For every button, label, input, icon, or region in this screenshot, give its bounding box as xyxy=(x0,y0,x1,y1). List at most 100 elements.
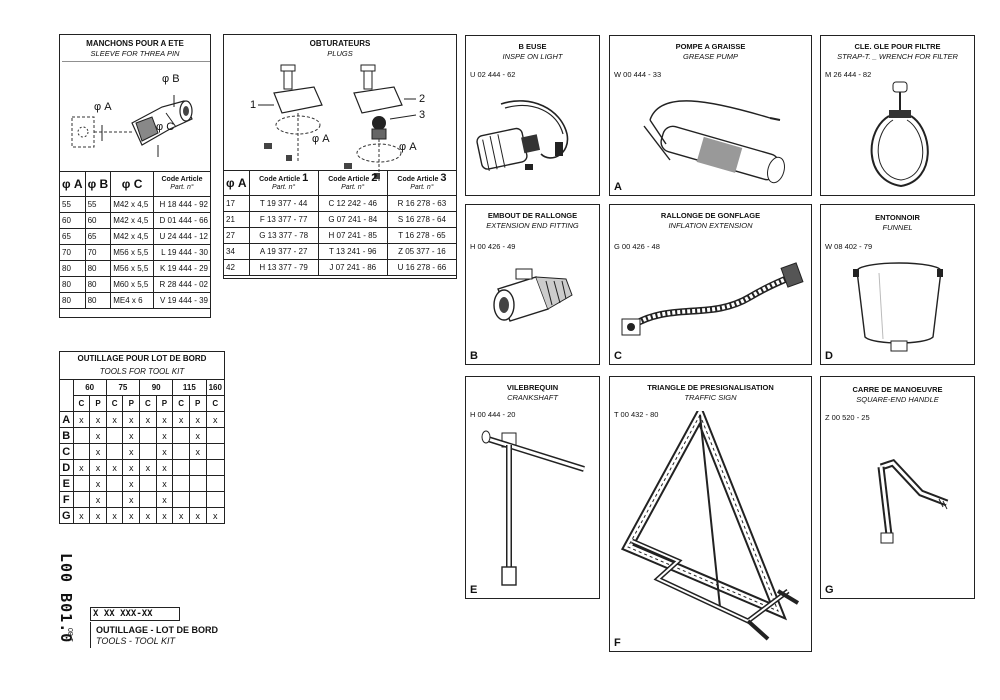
panel-entonnoir: ENTONNOIR FUNNEL W 08 402 - 79 D xyxy=(820,204,975,365)
grease-pump-icon xyxy=(643,100,785,184)
subcol-header: C xyxy=(205,395,225,412)
table-cell: x xyxy=(105,411,124,428)
embout-subtitle: EXTENSION END FITTING xyxy=(486,221,579,230)
pompe-title: POMPE A GRAISSE xyxy=(675,42,746,51)
table-cell: M42 x 4,5 xyxy=(110,212,154,229)
obturateurs-title: OBTURATEURS xyxy=(309,39,371,48)
table-cell xyxy=(172,491,190,508)
dim-label-b: φ B xyxy=(162,73,180,85)
table-cell xyxy=(139,491,157,508)
table-cell: x xyxy=(89,475,107,492)
table-cell: x xyxy=(155,475,174,492)
inflation-extension-icon xyxy=(621,262,804,336)
table-cell xyxy=(105,475,124,492)
table-cell: x xyxy=(205,507,225,524)
panel-cle: CLE. GLE POUR FILTRE STRAP-T. _ WRENCH F… xyxy=(820,35,975,196)
table-cell xyxy=(188,459,207,476)
sleeve-drawing xyxy=(62,61,210,157)
traffic-sign-icon xyxy=(620,411,800,641)
table-cell: x xyxy=(188,427,207,444)
manchons-panel: MANCHONS POUR A ETE SLEEVE FOR THREA PIN… xyxy=(59,34,212,318)
table-cell xyxy=(205,491,225,508)
rallonge-subtitle: INFLATION EXTENSION xyxy=(668,221,753,230)
table-cell: x xyxy=(105,507,124,524)
footer-rule xyxy=(90,622,91,648)
table-cell xyxy=(172,427,190,444)
pompe-code: W 00 444 - 33 xyxy=(614,70,662,79)
table-cell: 55 xyxy=(84,196,112,213)
triangle-letter: F xyxy=(614,637,621,649)
table-cell: R 28 444 - 02 xyxy=(152,276,212,293)
table-cell: x xyxy=(72,459,91,476)
table-cell: x xyxy=(89,459,107,476)
carre-title: CARRE DE MANOEUVRE xyxy=(852,385,943,394)
table-cell xyxy=(188,475,207,492)
table-cell: 55 xyxy=(59,196,86,213)
table-cell: U 16 278 - 66 xyxy=(386,259,458,276)
table-cell: x xyxy=(139,411,157,428)
table-cell: 27 xyxy=(223,227,250,244)
table-cell: x xyxy=(122,507,141,524)
outillage-panel: OUTILLAGE POUR LOT DE BORD TOOLS FOR TOO… xyxy=(59,351,225,528)
pompe-subtitle: GREASE PUMP xyxy=(682,52,738,61)
table-cell: 34 xyxy=(223,243,250,260)
vilebrequin-letter: E xyxy=(470,584,478,596)
table-cell: V 19 444 - 39 xyxy=(152,292,212,309)
baladeuse-code: U 02 444 - 62 xyxy=(470,70,516,79)
panel-embout: EMBOUT DE RALLONGE EXTENSION END FITTING… xyxy=(465,204,600,365)
outillage-title: OUTILLAGE POUR LOT DE BORD xyxy=(59,351,225,364)
table-cell: x xyxy=(188,443,207,460)
panel-vilebrequin: VILEBREQUIN CRANKSHAFT H 00 444 - 20 E xyxy=(465,376,600,599)
table-cell: x xyxy=(89,427,107,444)
table-cell: H 13 377 - 79 xyxy=(248,259,319,276)
entonnoir-title: ENTONNOIR xyxy=(875,213,920,222)
rallonge-title: RALLONGE DE GONFLAGE xyxy=(660,211,761,220)
callout-phi-a-1: φ A xyxy=(312,133,330,145)
table-cell: ME4 x 6 xyxy=(110,292,154,309)
table-cell: x xyxy=(122,475,141,492)
manchons-subtitle: SLEEVE FOR THREA PIN xyxy=(90,49,180,58)
table-cell: x xyxy=(122,411,141,428)
table-cell: C 12 242 - 46 xyxy=(317,195,388,212)
table-cell: M56 x 5,5 xyxy=(110,244,154,261)
table-cell: x xyxy=(122,459,141,476)
row-label: E xyxy=(59,475,74,492)
table-cell xyxy=(172,443,190,460)
manchons-title: MANCHONS POUR A ETE xyxy=(86,39,184,48)
table-cell xyxy=(205,427,225,444)
table-cell: T 13 241 - 96 xyxy=(317,243,388,260)
table-cell: 65 xyxy=(84,228,112,245)
cle-subtitle: STRAP-T. _ WRENCH FOR FILTER xyxy=(837,52,958,61)
corner-cell xyxy=(59,379,74,396)
inspection-light-icon xyxy=(476,100,569,172)
table-cell: x xyxy=(155,443,174,460)
table-cell xyxy=(205,475,225,492)
vilebrequin-subtitle: CRANKSHAFT xyxy=(507,393,558,402)
size-group-header: 75 xyxy=(105,379,141,396)
subcol-header: P xyxy=(155,395,174,412)
panel-baladeuse: B EUSE INSPE ON LIGHT U 02 444 - 62 xyxy=(465,35,600,196)
size-group-header: 60 xyxy=(72,379,107,396)
table-cell: U 24 444 - 12 xyxy=(152,228,212,245)
carre-subtitle: SQUARE-END HANDLE xyxy=(856,395,939,404)
table-cell xyxy=(105,491,124,508)
obturateurs-subtitle: PLUGS xyxy=(327,49,353,58)
table-cell: x xyxy=(89,411,107,428)
triangle-title: TRIANGLE DE PRESIGNALISATION xyxy=(647,383,774,392)
subcol-header: C xyxy=(72,395,91,412)
cle-title: CLE. GLE POUR FILTRE xyxy=(854,42,941,51)
